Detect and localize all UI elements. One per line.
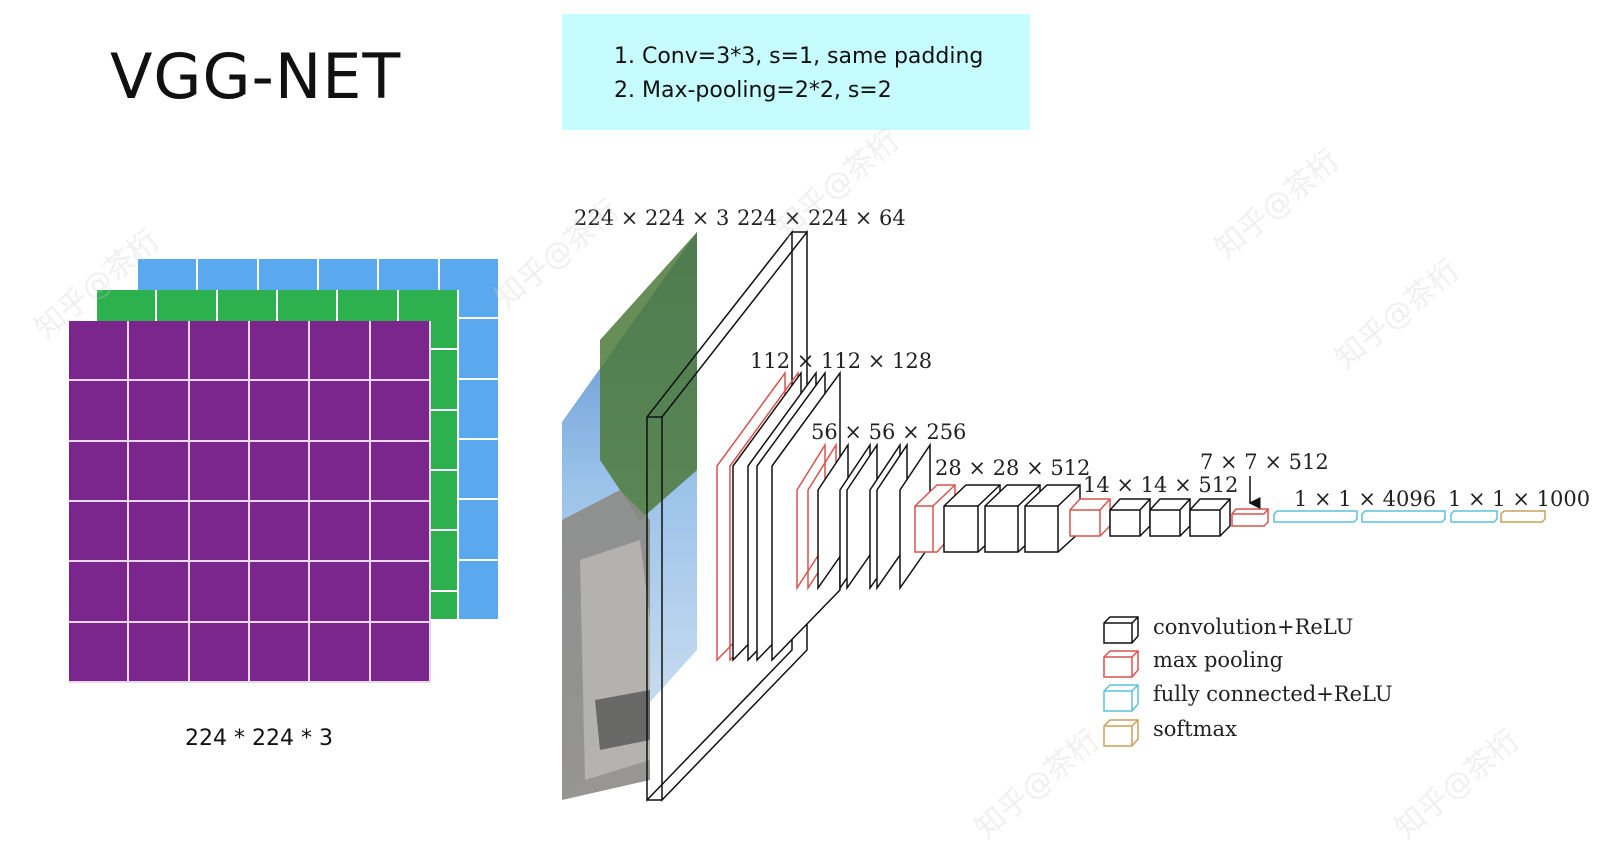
note-2: 2. Max-pooling=2*2, s=2 [614, 78, 892, 103]
conv5-block [1109, 498, 1231, 537]
input-grid-purple-layer [69, 321, 431, 683]
grid-cell [370, 381, 431, 442]
grid-cell [69, 321, 130, 382]
grid-cell [69, 441, 130, 502]
grid-cell [370, 562, 431, 623]
legend-item-conv: convolution+ReLU [1103, 615, 1353, 644]
grid-cell [370, 502, 431, 563]
legend-item-fc: fully connected+ReLU [1103, 682, 1393, 712]
grid-cell [129, 502, 190, 563]
label-input: 224 × 224 × 3 [574, 206, 729, 230]
conv1-block [646, 229, 808, 802]
fc-blocks [1273, 510, 1498, 523]
grid-cell [129, 381, 190, 442]
notes-box: 1. Conv=3*3, s=1, same padding 2. Max-po… [562, 14, 1030, 130]
note-1: 1. Conv=3*3, s=1, same padding [614, 44, 984, 69]
grid-cell [310, 502, 371, 563]
label-conv2: 112 × 112 × 128 [750, 349, 932, 373]
label-fc: 1 × 1 × 4096 [1294, 487, 1436, 511]
legend-item-softmax: softmax [1103, 717, 1237, 747]
page-title: VGG-NET [110, 40, 402, 113]
legend-item-pool: max pooling [1103, 648, 1283, 678]
grid-cell [69, 562, 130, 623]
legend-label-fc: fully connected+ReLU [1153, 682, 1393, 706]
grid-cell [69, 502, 130, 563]
grid-cell [129, 321, 190, 382]
grid-cell [189, 622, 250, 683]
softmax-block [1500, 510, 1546, 523]
grid-cell [370, 622, 431, 683]
grid-cell [310, 321, 371, 382]
grid-cell [310, 562, 371, 623]
grid-cell [189, 502, 250, 563]
legend-label-softmax: softmax [1153, 717, 1237, 741]
conv2-block [732, 370, 841, 662]
pool4-block [1069, 498, 1111, 537]
grid-cell [189, 562, 250, 623]
label-conv5: 14 × 14 × 512 [1083, 473, 1238, 497]
legend-conv-cube-icon [1103, 616, 1139, 644]
grid-cell [129, 441, 190, 502]
conv4-block [943, 484, 1081, 553]
label-pool5: 7 × 7 × 512 [1200, 450, 1329, 474]
legend-label-pool: max pooling [1153, 648, 1283, 672]
grid-cell [69, 622, 130, 683]
grid-cell [189, 321, 250, 382]
grid-cell [370, 321, 431, 382]
grid-cell [250, 381, 311, 442]
grid-cell [69, 381, 130, 442]
conv3-block [817, 442, 931, 591]
input-grid-caption: 224 * 224 * 3 [185, 726, 333, 751]
grid-cell [250, 562, 311, 623]
grid-cell [129, 562, 190, 623]
legend-softmax-cube-icon [1103, 719, 1139, 747]
grid-cell [250, 441, 311, 502]
grid-cell [310, 381, 371, 442]
grid-cell [189, 381, 250, 442]
grid-cell [250, 502, 311, 563]
label-softmax: 1 × 1 × 1000 [1448, 487, 1590, 511]
legend: convolution+ReLU max pooling fully conne… [1103, 615, 1393, 747]
input-photo [562, 232, 697, 800]
label-conv4: 28 × 28 × 512 [935, 456, 1090, 480]
grid-cell [250, 622, 311, 683]
grid-cell [250, 321, 311, 382]
label-conv1: 224 × 224 × 64 [737, 206, 906, 230]
grid-cell [370, 441, 431, 502]
grid-cell [310, 441, 371, 502]
legend-label-conv: convolution+ReLU [1153, 615, 1353, 639]
grid-cell [129, 622, 190, 683]
legend-pool-cube-icon [1103, 650, 1139, 678]
label-conv3: 56 × 56 × 256 [811, 420, 966, 444]
legend-fc-cube-icon [1103, 684, 1139, 712]
pool5-block [1231, 508, 1269, 527]
grid-cell [310, 622, 371, 683]
grid-cell [189, 441, 250, 502]
